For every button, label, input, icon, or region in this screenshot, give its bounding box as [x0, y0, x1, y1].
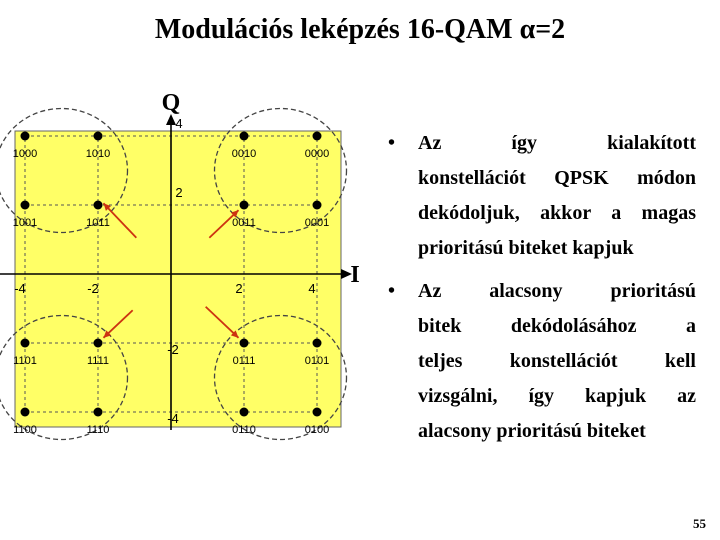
bullet-line: teljes konstellációt kell	[418, 350, 696, 372]
bullet-line: Az alacsony prioritású	[418, 280, 696, 302]
red-arrows	[102, 202, 240, 339]
quadrant-circle	[0, 314, 129, 441]
red-arrowhead	[103, 203, 111, 211]
bullet-line: vizsgálni, így kapjuk az	[418, 385, 696, 407]
bullet-line: bitek dekódolásához a	[418, 315, 696, 337]
bullet-line: dekódoljuk, akkor a magas	[418, 202, 696, 224]
constellation-point	[239, 200, 249, 210]
constellation-point	[239, 131, 249, 141]
bullet-line: konstellációt QPSK módon	[418, 167, 696, 189]
bit-label: 1000	[13, 148, 37, 160]
constellation-point	[20, 131, 30, 141]
bit-label: 0011	[232, 217, 256, 229]
bullet-mark: •	[388, 280, 396, 302]
i-tick-label: -4	[14, 281, 26, 296]
bit-label: 0000	[305, 148, 329, 160]
constellation-point	[93, 131, 103, 141]
bullet-2: • Az alacsony prioritású bitek dekódolás…	[388, 274, 696, 449]
bit-label: 1110	[87, 424, 110, 436]
constellation-point	[312, 131, 322, 141]
quadrant-circle	[0, 107, 129, 234]
bit-label: 0111	[233, 355, 256, 367]
bullet-line: Az így kialakított	[418, 132, 696, 154]
red-arrow	[102, 202, 137, 239]
bit-label: 1101	[13, 355, 37, 367]
i-axis-label: I	[350, 262, 359, 288]
bit-label: 0100	[305, 424, 329, 436]
constellation-background	[14, 130, 342, 428]
bit-label: 0010	[232, 148, 256, 160]
constellation-point	[239, 338, 249, 348]
constellation-points	[20, 131, 322, 417]
slide-title: Modulációs leképzés 16-QAM α=2	[154, 14, 566, 45]
q-axis-label: Q	[162, 90, 181, 116]
bullet-line: prioritású biteket kapjuk	[418, 237, 634, 259]
quadrant-circles	[0, 107, 348, 441]
bit-label: 0101	[305, 355, 329, 367]
i-tick-label: 4	[308, 281, 315, 296]
tick-labels: -4 -2 2 4 4 2 -2 -4	[14, 116, 315, 426]
quadrant-circle	[213, 107, 348, 234]
bit-label: 1100	[13, 424, 37, 436]
constellation-point	[239, 407, 249, 417]
bullet-mark: •	[388, 132, 396, 154]
bit-labels: 1000 1010 0010 0000 1001 1011 0011 0001 1101 1111…	[13, 148, 329, 436]
bullet-list: • Az így kialakított konstellációt QPSK …	[388, 126, 696, 449]
constellation-point	[93, 338, 103, 348]
i-axis-arrowhead	[341, 269, 352, 279]
bullet-1: • Az így kialakított konstellációt QPSK …	[388, 126, 696, 266]
bit-label: 1001	[13, 217, 37, 229]
q-tick-label: 4	[175, 116, 182, 131]
red-arrowhead	[230, 210, 239, 218]
constellation-point	[20, 200, 30, 210]
bit-label: 0110	[232, 424, 256, 436]
page-number: 55	[693, 516, 706, 531]
red-arrowhead	[230, 330, 239, 338]
constellation-point	[93, 200, 103, 210]
bit-label: 1010	[86, 148, 110, 160]
constellation-point	[312, 338, 322, 348]
bit-label: 0001	[305, 217, 329, 229]
axes	[0, 114, 352, 430]
red-arrowhead	[103, 330, 112, 338]
q-tick-label: 2	[175, 185, 182, 200]
constellation-point	[312, 200, 322, 210]
red-arrow	[205, 306, 240, 339]
quadrant-circle	[213, 314, 348, 441]
bit-label: 1111	[87, 355, 109, 367]
i-tick-label: 2	[235, 281, 242, 296]
i-tick-label: -2	[87, 281, 99, 296]
constellation-point	[93, 407, 103, 417]
bullet-line: alacsony prioritású biteket	[418, 420, 646, 442]
constellation-point	[20, 338, 30, 348]
q-axis-arrowhead	[166, 114, 176, 125]
q-tick-label: -2	[167, 342, 179, 357]
bit-label: 1011	[86, 217, 110, 229]
constellation-point	[20, 407, 30, 417]
q-tick-label: -4	[167, 411, 179, 426]
constellation-point	[312, 407, 322, 417]
